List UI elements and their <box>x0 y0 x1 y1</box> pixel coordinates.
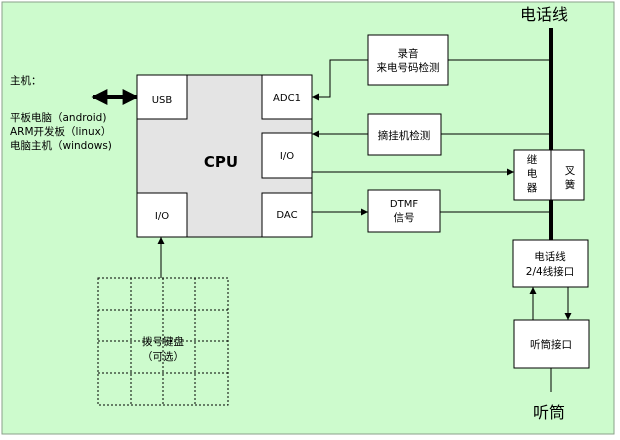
relay-block <box>513 149 552 201</box>
handset-label: 听筒 <box>533 403 565 422</box>
handset-interface-label: 听筒接口 <box>530 338 572 351</box>
usb-port <box>136 74 188 120</box>
dac-port-label: DAC <box>276 210 297 221</box>
record-to-adc1-arrow <box>312 59 368 101</box>
relay-char-2: 电 <box>527 167 538 180</box>
fork-spring-block <box>550 149 585 201</box>
dac-port <box>261 192 313 238</box>
record-module <box>367 34 449 86</box>
host-line-2: ARM开发板（linux） <box>10 125 111 138</box>
line-interface-line-2: 2/4线接口 <box>526 265 574 278</box>
adc1-port-label: ADC1 <box>273 93 301 104</box>
dtmf-module <box>367 189 441 233</box>
host-line-3: 电脑主机（windows) <box>10 139 112 152</box>
line-interface-line-1: 电话线 <box>534 250 566 263</box>
io-left-port-label: I/O <box>155 211 169 222</box>
keypad-label-line-2: （可选） <box>142 350 184 363</box>
relay-char-3: 器 <box>527 182 538 194</box>
cpu-label: CPU <box>204 153 238 171</box>
host-title: 主机： <box>10 74 42 87</box>
hook-detect-label: 摘挂机检测 <box>378 129 431 142</box>
line-interface-module <box>512 239 589 288</box>
record-module-line-2: 来电号码检测 <box>377 61 440 74</box>
relay-char-1: 继 <box>527 153 538 166</box>
keypad-label-line-1: 拨号键盘 <box>142 335 184 348</box>
io-right-port-label: I/O <box>280 151 294 162</box>
fork-spring-label-2: 簧 <box>565 178 576 191</box>
fork-spring-label: 叉 <box>565 165 576 177</box>
io-right-port <box>261 132 313 179</box>
record-module-line-1: 录音 <box>398 47 419 60</box>
adc1-port <box>261 74 313 120</box>
dtmf-label-line-2: 信号 <box>394 212 415 224</box>
host-line-1: 平板电脑（android) <box>10 111 106 124</box>
phone-line-label: 电话线 <box>520 5 568 24</box>
usb-port-label: USB <box>152 95 173 106</box>
dtmf-label-line-1: DTMF <box>390 199 418 210</box>
handset-interface-module <box>513 319 590 369</box>
